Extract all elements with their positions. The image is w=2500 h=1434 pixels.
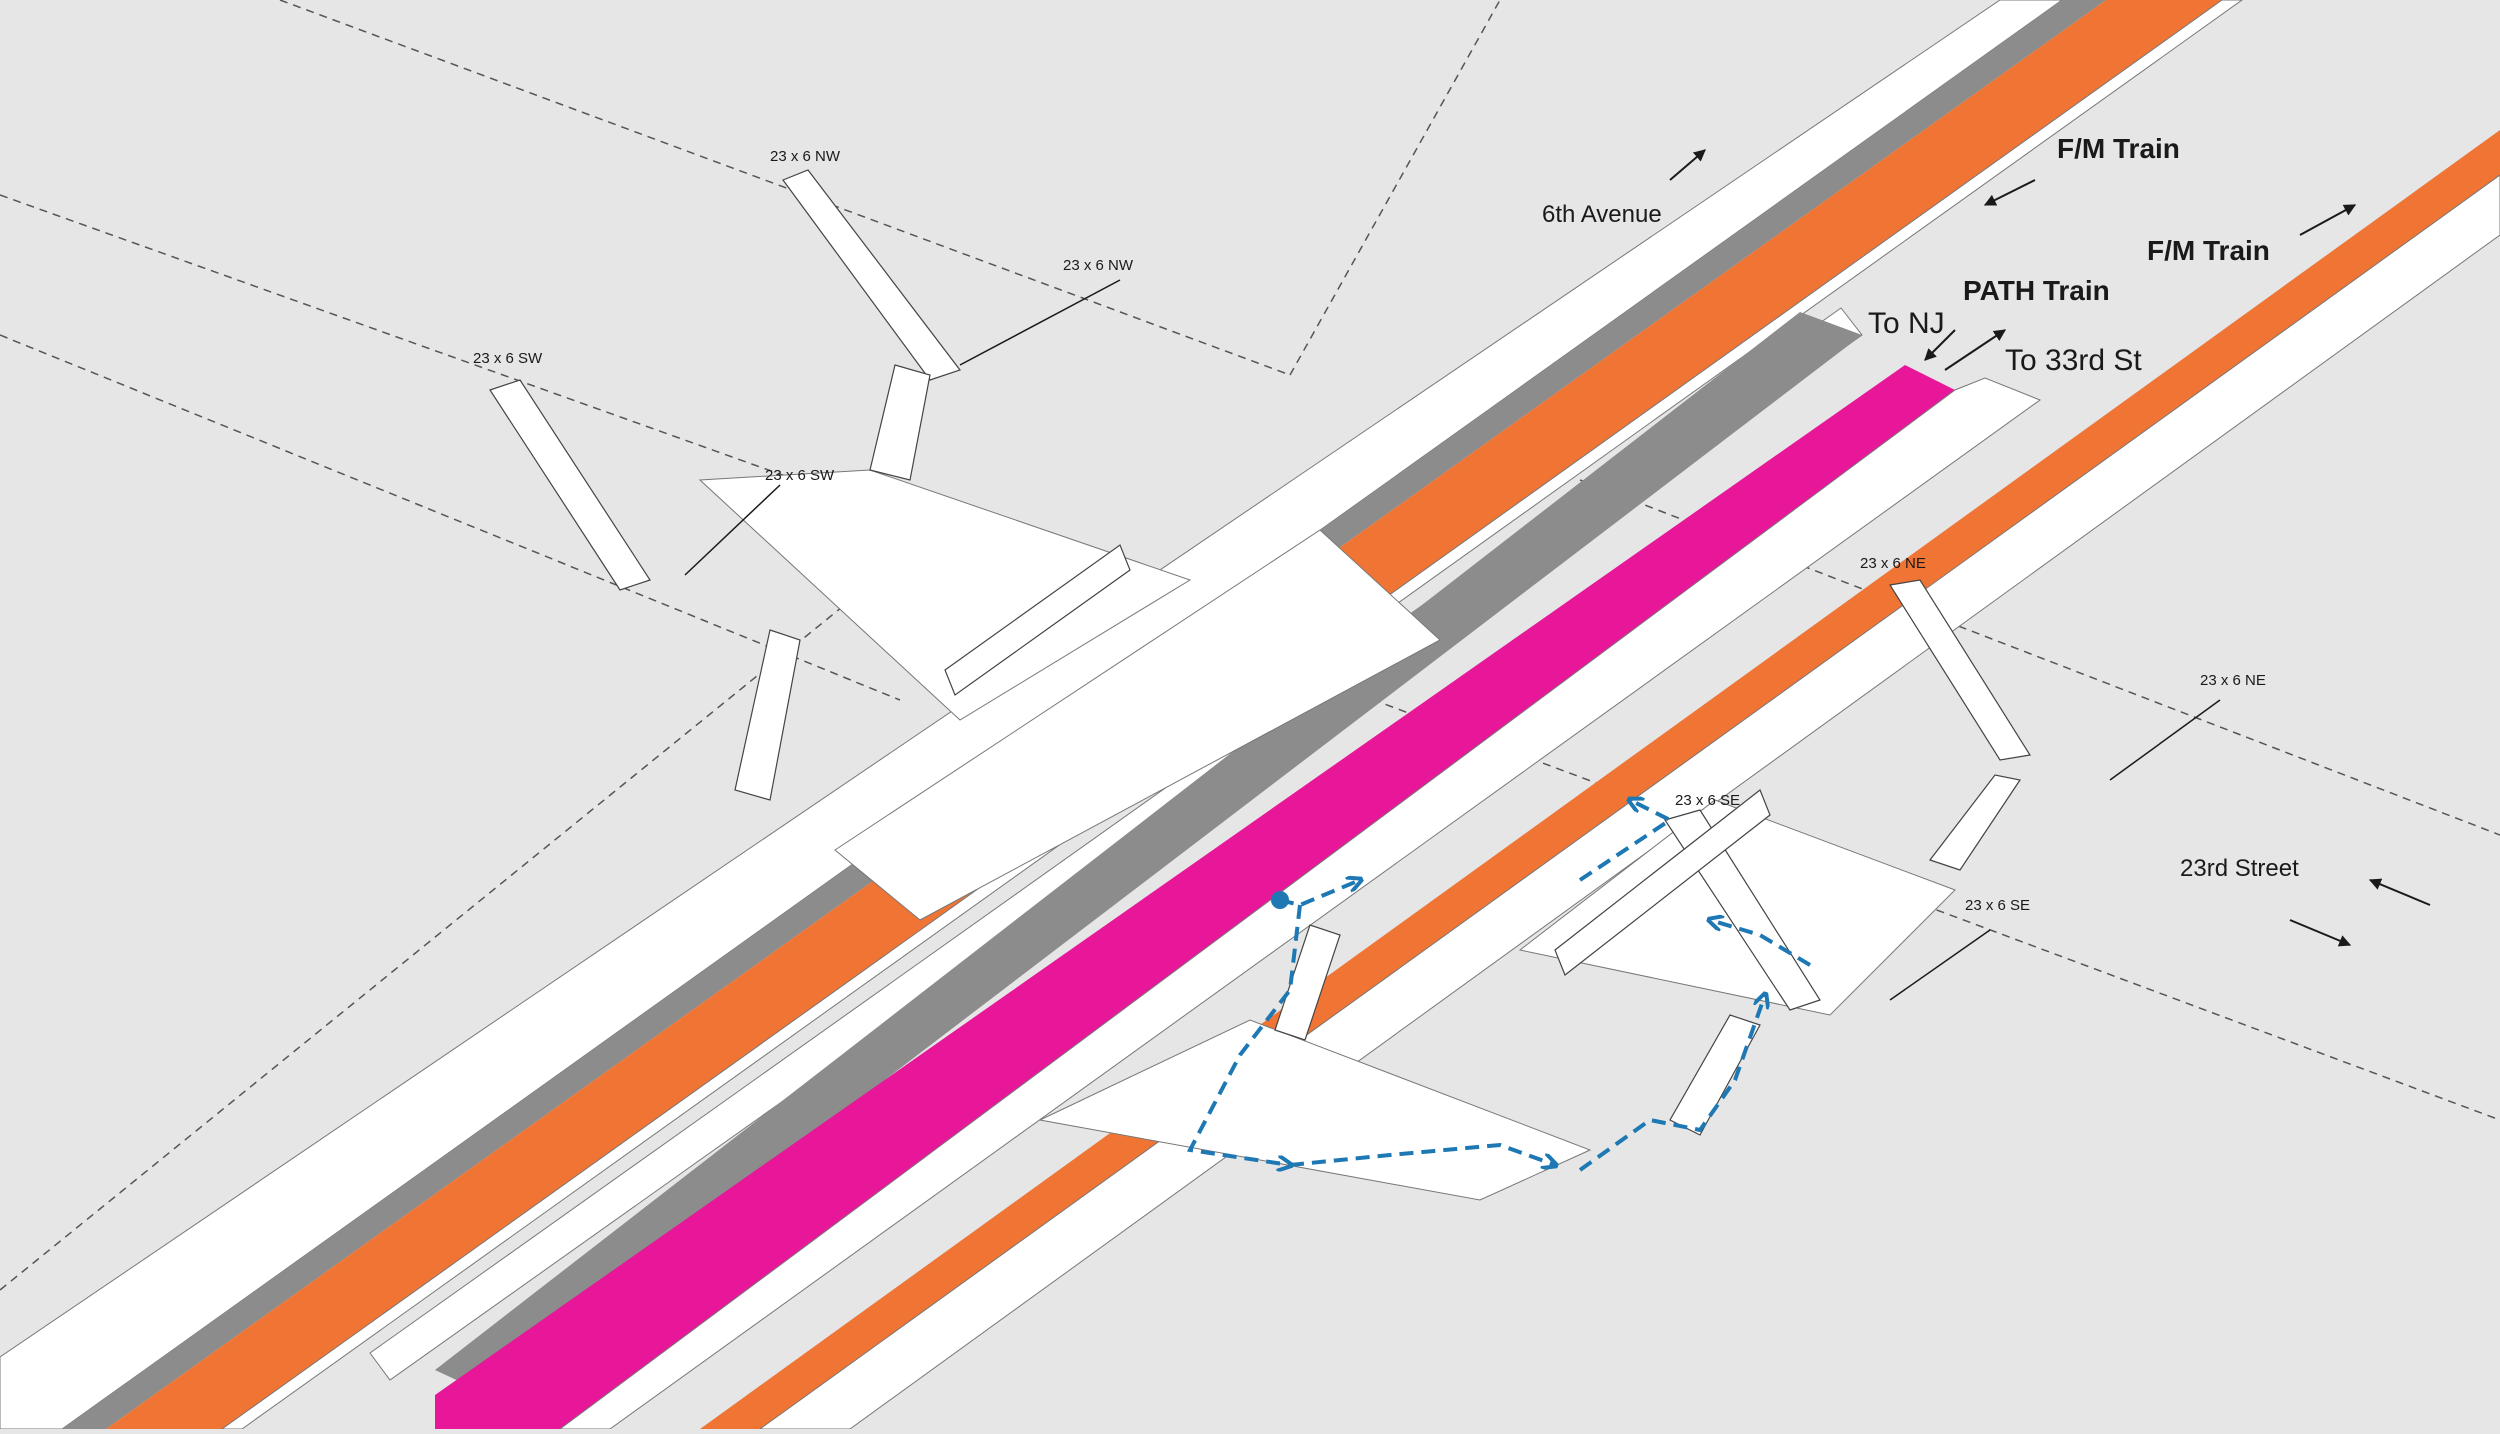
west-mezzanine-floor: [698, 469, 1192, 721]
exit-leader-lines: [684, 279, 2221, 1001]
path-track: [435, 365, 1955, 1429]
exit-label-se-lower: 23 x 6 SE: [1965, 897, 2030, 914]
exit-label-sw-lower: 23 x 6 SW: [765, 467, 835, 484]
route-path-c: [1289, 1142, 1555, 1165]
exit-stairs: [489, 169, 2031, 1136]
route-path-b: [1186, 904, 1302, 1165]
stair-nw-upper: [782, 169, 961, 381]
west-mezzanine-ramp: [834, 529, 1441, 921]
route-path-e: [1710, 920, 1812, 967]
route-path-f: [1578, 800, 1674, 882]
arrow-to-nj: [1924, 329, 1956, 361]
stair-sw-upper: [489, 379, 651, 591]
stair-sw-lower: [734, 629, 801, 801]
transfer-route: [1186, 800, 1812, 1172]
exit-label-ne-upper: 23 x 6 NE: [1860, 555, 1926, 572]
stair-platform-link: [1274, 924, 1341, 1041]
stair-se-lower: [1669, 1014, 1761, 1136]
path-platform-assembly: [369, 307, 2042, 1430]
exit-label-ne-lower: 23 x 6 NE: [2200, 672, 2266, 689]
stair-ne-upper: [1889, 579, 2031, 761]
fm-train-label-lower: F/M Train: [2147, 235, 2270, 266]
west-mezzanine: [698, 469, 1441, 921]
to-33rd-label: To 33rd St: [2005, 344, 2142, 377]
arrow-6th-ave-north: [1669, 149, 1706, 181]
stair-nw-lower: [869, 364, 931, 481]
avenue-label: 6th Avenue: [1542, 201, 1662, 228]
exit-label-nw-upper: 23 x 6 NW: [770, 148, 841, 165]
street-label: 23rd Street: [2180, 855, 2299, 882]
fm-train-label-upper: F/M Train: [2057, 133, 2180, 164]
route-path-d: [1578, 995, 1765, 1172]
path-train-label: PATH Train: [1963, 275, 2110, 306]
stair-mezzanine-steps-east: [1554, 789, 1771, 976]
to-nj-label: To NJ: [1868, 307, 1945, 340]
arrow-23rd-west: [2368, 878, 2431, 906]
arrow-fm-north: [2299, 204, 2357, 236]
path-platform-top: [435, 312, 1862, 1390]
stair-mezzanine-steps-west: [944, 544, 1131, 696]
east-lower-ramp: [1038, 1019, 1592, 1201]
exit-label-nw-lower: 23 x 6 NW: [1063, 257, 1134, 274]
route-origin-marker: [1271, 891, 1289, 909]
stair-ne-lower: [1929, 774, 2021, 871]
arrow-fm-south: [1983, 179, 2036, 206]
exit-label-se-upper: 23 x 6 SE: [1675, 792, 1740, 809]
arrow-23rd-east: [2289, 919, 2352, 947]
arrow-to-33rd: [1944, 329, 2006, 371]
exit-label-sw-upper: 23 x 6 SW: [473, 350, 543, 367]
direction-arrows: [1669, 149, 2431, 947]
